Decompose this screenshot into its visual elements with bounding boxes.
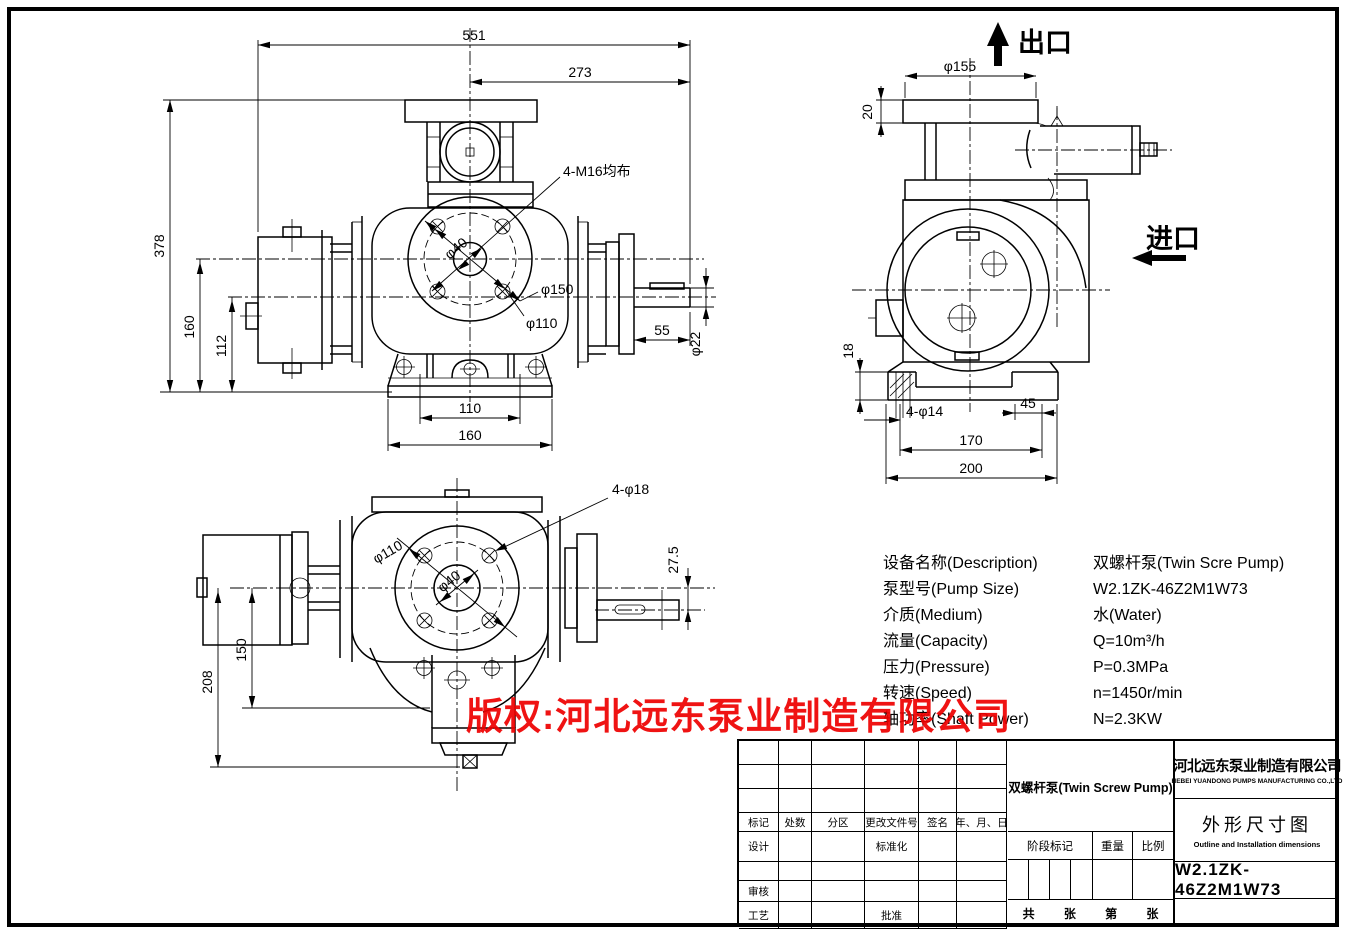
- spec-value: Q=10m³/h: [1093, 633, 1165, 650]
- title-block: 标记 处数 分区 更改文件号 签名 年、月、日 设计 标准化 审核 工艺 批准 …: [737, 739, 1342, 929]
- sheet-no-label: 第: [1105, 906, 1118, 921]
- title-block-middle: 双螺杆泵(Twin Screw Pump) 阶段标记 重量 比例 共 张 第 张: [1008, 741, 1175, 927]
- spec-row: 流量(Capacity) Q=10m³/h: [883, 629, 1284, 655]
- outlet-label: 出口: [1018, 28, 1072, 58]
- standardization-label: 标准化: [865, 832, 919, 862]
- rev-header-count: 处数: [779, 813, 812, 832]
- spec-label: 流量(Capacity): [883, 633, 988, 650]
- inlet-label: 进口: [1146, 224, 1200, 254]
- spec-list: 设备名称(Description) 双螺杆泵(Twin Scre Pump) 泵型…: [883, 551, 1284, 733]
- sheet-zhang-label: 张: [1063, 906, 1076, 921]
- spec-value: n=1450r/min: [1093, 685, 1183, 702]
- drawing-title-cn: 外形尺寸图: [1202, 815, 1312, 835]
- rev-header-mark: 标记: [739, 813, 779, 832]
- copyright-watermark: 版权:河北远东泵业制造有限公司: [466, 696, 1012, 737]
- audit-label: 审核: [739, 881, 779, 902]
- holes-note-4-phi18: 4-φ18: [612, 481, 649, 497]
- dim-170: 170: [959, 432, 983, 448]
- spec-row: 轴功率(Shaft Power) N=2.3KW: [883, 707, 1284, 733]
- drawing-title-en: Outline and Installation dimensions: [1193, 840, 1321, 849]
- spec-label: 轴功率(Shaft Power): [883, 711, 1029, 728]
- dim-phi22: φ22: [687, 331, 703, 356]
- company-name-en: HEBEI YUANDONG PUMPS MANUFACTURING CO.,L…: [1171, 777, 1343, 785]
- dim-18: 18: [840, 343, 856, 359]
- stage-mark-label: 阶段标记: [1008, 832, 1093, 860]
- sheet-zhang-label2: 张: [1146, 906, 1159, 921]
- approve-label: 批准: [865, 902, 919, 929]
- sheet-count-row: 共 张 第 张: [1008, 900, 1173, 926]
- dim-378: 378: [151, 234, 167, 258]
- dim-273: 273: [568, 64, 592, 80]
- dim-phi155: φ155: [944, 58, 977, 74]
- stage-mark-boxes: [1008, 860, 1173, 900]
- front-view: 551 273 378 160 112: [151, 27, 716, 451]
- dim-45: 45: [1020, 395, 1036, 411]
- process-label: 工艺: [739, 902, 779, 929]
- dim-112: 112: [213, 335, 229, 358]
- spec-label: 压力(Pressure): [883, 659, 990, 676]
- dim-20: 20: [859, 104, 875, 120]
- spec-label: 泵型号(Pump Size): [883, 581, 1020, 598]
- spec-label: 介质(Medium): [883, 607, 983, 624]
- spec-label: 转速(Speed): [883, 685, 972, 702]
- spec-row: 设备名称(Description) 双螺杆泵(Twin Scre Pump): [883, 551, 1284, 577]
- side-view: 出口 φ155 20: [840, 22, 1200, 484]
- dim-phi150: φ150: [541, 281, 574, 297]
- spec-value: 水(Water): [1093, 607, 1162, 624]
- product-name: 双螺杆泵(Twin Screw Pump): [1008, 741, 1173, 832]
- company-name-cn: 河北远东泵业制造有限公司: [1173, 758, 1342, 775]
- dim-160-left: 160: [181, 315, 197, 339]
- rev-header-docno: 更改文件号: [865, 813, 919, 832]
- dim-551: 551: [462, 27, 486, 43]
- dim-phi110-front: φ110: [526, 315, 558, 331]
- spec-value: 双螺杆泵(Twin Scre Pump): [1093, 555, 1285, 572]
- dim-27-5: 27.5: [665, 546, 681, 573]
- dim-foot-160: 160: [458, 427, 482, 443]
- revision-table: 标记 处数 分区 更改文件号 签名 年、月、日 设计 标准化 审核 工艺 批准: [739, 741, 1008, 929]
- design-label: 设计: [739, 832, 779, 862]
- sheet-total-label: 共: [1022, 906, 1035, 921]
- rev-header-date: 年、月、日: [957, 813, 1007, 832]
- bolt-note-4-m16: 4-M16均布: [563, 163, 631, 179]
- spec-label: 设备名称(Description): [883, 555, 1038, 572]
- dim-150: 150: [233, 638, 249, 662]
- holes-note-4-phi14: 4-φ14: [906, 403, 943, 419]
- spec-row: 压力(Pressure) P=0.3MPa: [883, 655, 1284, 681]
- plan-view: 150 208 27.5 4-φ18 φ110 φ40: [196, 478, 715, 792]
- dim-foot-110: 110: [459, 400, 482, 416]
- drawing-border-frame: [7, 7, 1339, 927]
- dim-208: 208: [199, 670, 215, 694]
- spec-value: P=0.3MPa: [1093, 659, 1169, 676]
- dim-phi40-plan: φ40: [434, 567, 463, 595]
- scale-label: 比例: [1133, 832, 1173, 860]
- spec-value: W2.1ZK-46Z2M1W73: [1093, 581, 1248, 598]
- spec-value: N=2.3KW: [1093, 711, 1162, 728]
- spec-row: 泵型号(Pump Size) W2.1ZK-46Z2M1W73: [883, 577, 1284, 603]
- rev-header-sign: 签名: [919, 813, 957, 832]
- weight-label: 重量: [1093, 832, 1133, 860]
- title-block-right: 河北远东泵业制造有限公司 HEBEI YUANDONG PUMPS MANUFA…: [1172, 741, 1342, 927]
- model-number: W2.1ZK-46Z2M1W73: [1175, 860, 1339, 899]
- rev-header-zone: 分区: [812, 813, 865, 832]
- dim-55: 55: [654, 322, 670, 338]
- spec-row: 转速(Speed) n=1450r/min: [883, 681, 1284, 707]
- dim-200: 200: [959, 460, 983, 476]
- spec-row: 介质(Medium) 水(Water): [883, 603, 1284, 629]
